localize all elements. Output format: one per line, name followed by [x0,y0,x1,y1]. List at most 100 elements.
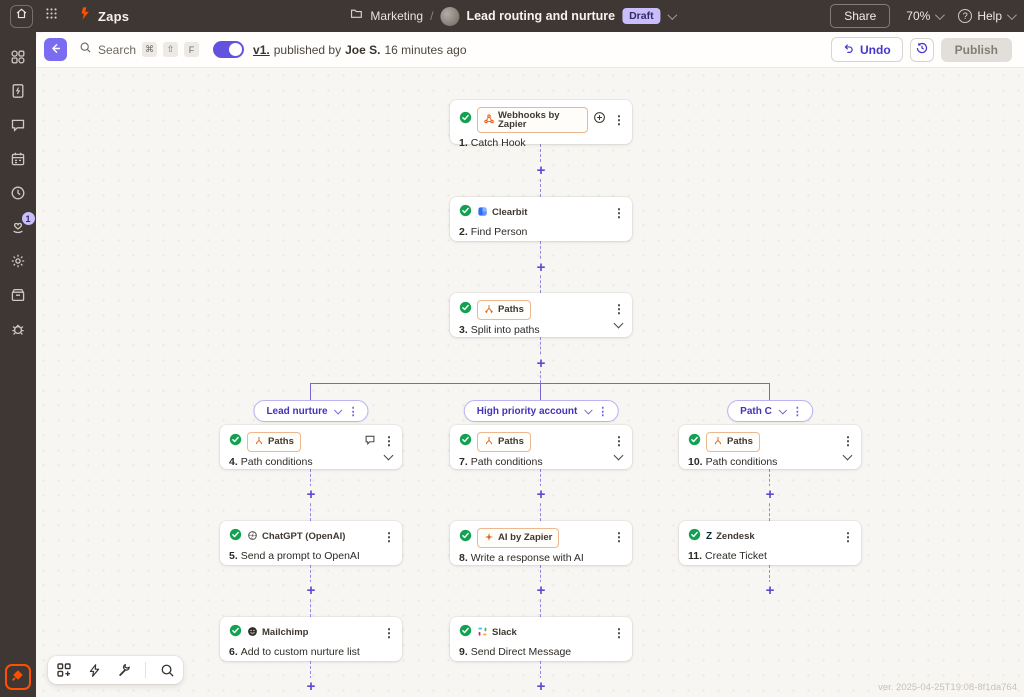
help-dropdown[interactable]: Help [958,9,1017,23]
add-step-icon[interactable] [55,661,73,679]
step-title: Path conditions [240,455,313,468]
note-comment-icon[interactable] [364,433,376,451]
zoom-level-dropdown[interactable]: 70% [906,9,946,23]
kebab-menu-icon[interactable] [613,627,623,640]
undo-label: Undo [860,42,891,57]
workflow-canvas[interactable]: Lead nurture High priority account Path … [36,68,1024,697]
bug-icon[interactable] [10,320,27,337]
paths-icon [254,436,264,449]
kebab-menu-icon[interactable] [792,405,803,418]
step-card-5-send-prompt-openai[interactable]: ChatGPT (OpenAI) 5.Send a prompt to Open… [220,521,402,565]
add-step-button[interactable] [533,678,549,694]
chatgpt-icon [247,530,258,544]
add-step-button[interactable] [303,486,319,502]
add-step-button[interactable] [533,259,549,275]
add-step-button[interactable] [533,162,549,178]
kebab-menu-icon[interactable] [613,303,623,316]
app-chip[interactable]: Clearbit [477,206,527,220]
kebab-menu-icon[interactable] [842,531,852,544]
step-card-4-path-conditions[interactable]: Paths 4.Path conditions [220,425,402,469]
mailchimp-icon [247,626,258,640]
breadcrumb-folder[interactable]: Marketing [370,9,424,23]
path-label-path-c[interactable]: Path C [727,400,813,422]
kebab-menu-icon[interactable] [383,531,393,544]
publish-button[interactable]: Publish [940,37,1012,62]
app-chip[interactable]: Webhooks by Zapier [477,107,588,133]
search-control[interactable]: Search ⌘ ⇧ F [79,41,200,59]
add-step-button[interactable] [762,582,778,598]
tools-icon[interactable] [115,661,133,679]
branch-stub [769,383,770,400]
app-switcher-grid-icon[interactable] [45,7,58,25]
path-label-high-priority[interactable]: High priority account [463,400,619,422]
chat-icon[interactable] [10,116,27,133]
chevron-down-icon[interactable] [334,406,343,415]
history-clock-icon [915,41,929,58]
step-title: Path conditions [470,455,543,468]
app-chip[interactable]: Z Zendesk [706,532,755,542]
zap-title[interactable]: Lead routing and nurture [466,9,616,23]
app-chip[interactable]: Paths [706,432,760,452]
zap-document-icon[interactable] [10,82,27,99]
app-chip[interactable]: Paths [477,300,531,320]
app-chip[interactable]: ChatGPT (OpenAI) [247,530,345,544]
version-history-button[interactable] [909,37,934,62]
kebab-menu-icon[interactable] [842,435,852,448]
settings-gear-icon[interactable] [10,252,27,269]
app-chip[interactable]: Mailchimp [247,626,308,640]
path-label-lead-nurture[interactable]: Lead nurture [253,400,369,422]
undo-button[interactable]: Undo [831,37,903,62]
add-step-button[interactable] [762,486,778,502]
add-step-button[interactable] [303,678,319,694]
version-toggle[interactable] [213,41,245,58]
add-step-button[interactable] [303,582,319,598]
app-chip[interactable]: Paths [477,432,531,452]
add-step-button[interactable] [533,486,549,502]
flash-icon[interactable] [85,661,103,679]
kebab-menu-icon[interactable] [383,627,393,640]
help-chevron-down-icon [1006,9,1017,20]
approvals-icon[interactable]: 1 [10,212,35,235]
apps-icon[interactable] [10,48,27,65]
kebab-menu-icon[interactable] [613,114,623,127]
canvas-tool-active-button[interactable] [5,664,31,690]
clock-icon[interactable] [10,184,27,201]
step-card-3-split-into-paths[interactable]: Paths 3.Split into paths [450,293,632,337]
step-card-8-write-response-ai[interactable]: AI by Zapier 8.Write a response with AI [450,521,632,565]
version-link[interactable]: v1. [253,42,270,57]
kebab-menu-icon[interactable] [597,405,608,418]
step-card-2-find-person[interactable]: Clearbit 2.Find Person [450,197,632,241]
add-step-button[interactable] [533,582,549,598]
branch-stub [540,383,541,400]
app-name: Clearbit [492,207,528,219]
app-chip[interactable]: Slack [477,626,517,640]
step-card-6-add-to-nurture-list[interactable]: Mailchimp 6.Add to custom nurture list [220,617,402,661]
storage-icon[interactable] [10,286,27,303]
app-chip[interactable]: AI by Zapier [477,528,560,548]
back-button[interactable] [44,38,67,61]
branch-stub [310,383,311,400]
step-card-11-create-ticket[interactable]: Z Zendesk 11.Create Ticket [679,521,861,565]
kebab-menu-icon[interactable] [348,405,359,418]
title-chevron-down-icon[interactable] [667,9,678,20]
chevron-down-icon[interactable] [778,406,787,415]
zoom-search-icon[interactable] [158,661,176,679]
step-card-9-send-direct-message[interactable]: Slack 9.Send Direct Message [450,617,632,661]
success-check-icon [229,433,242,451]
app-chip[interactable]: Paths [247,432,301,452]
step-card-10-path-conditions[interactable]: Paths 10.Path conditions [679,425,861,469]
step-card-7-path-conditions[interactable]: Paths 7.Path conditions [450,425,632,469]
circle-plus-icon[interactable] [593,111,606,129]
kebab-menu-icon[interactable] [613,531,623,544]
kebab-menu-icon[interactable] [613,207,623,220]
kebab-menu-icon[interactable] [613,435,623,448]
home-button[interactable] [10,4,33,28]
step-card-1-catch-hook[interactable]: Webhooks by Zapier 1.Catch Hook [450,100,632,149]
connector [540,661,541,679]
chevron-down-icon[interactable] [583,406,593,415]
ai-sparkle-icon [484,532,494,545]
kebab-menu-icon[interactable] [383,435,393,448]
add-step-button[interactable] [533,355,549,371]
calendar-icon[interactable] [10,150,27,167]
share-button[interactable]: Share [830,4,891,28]
